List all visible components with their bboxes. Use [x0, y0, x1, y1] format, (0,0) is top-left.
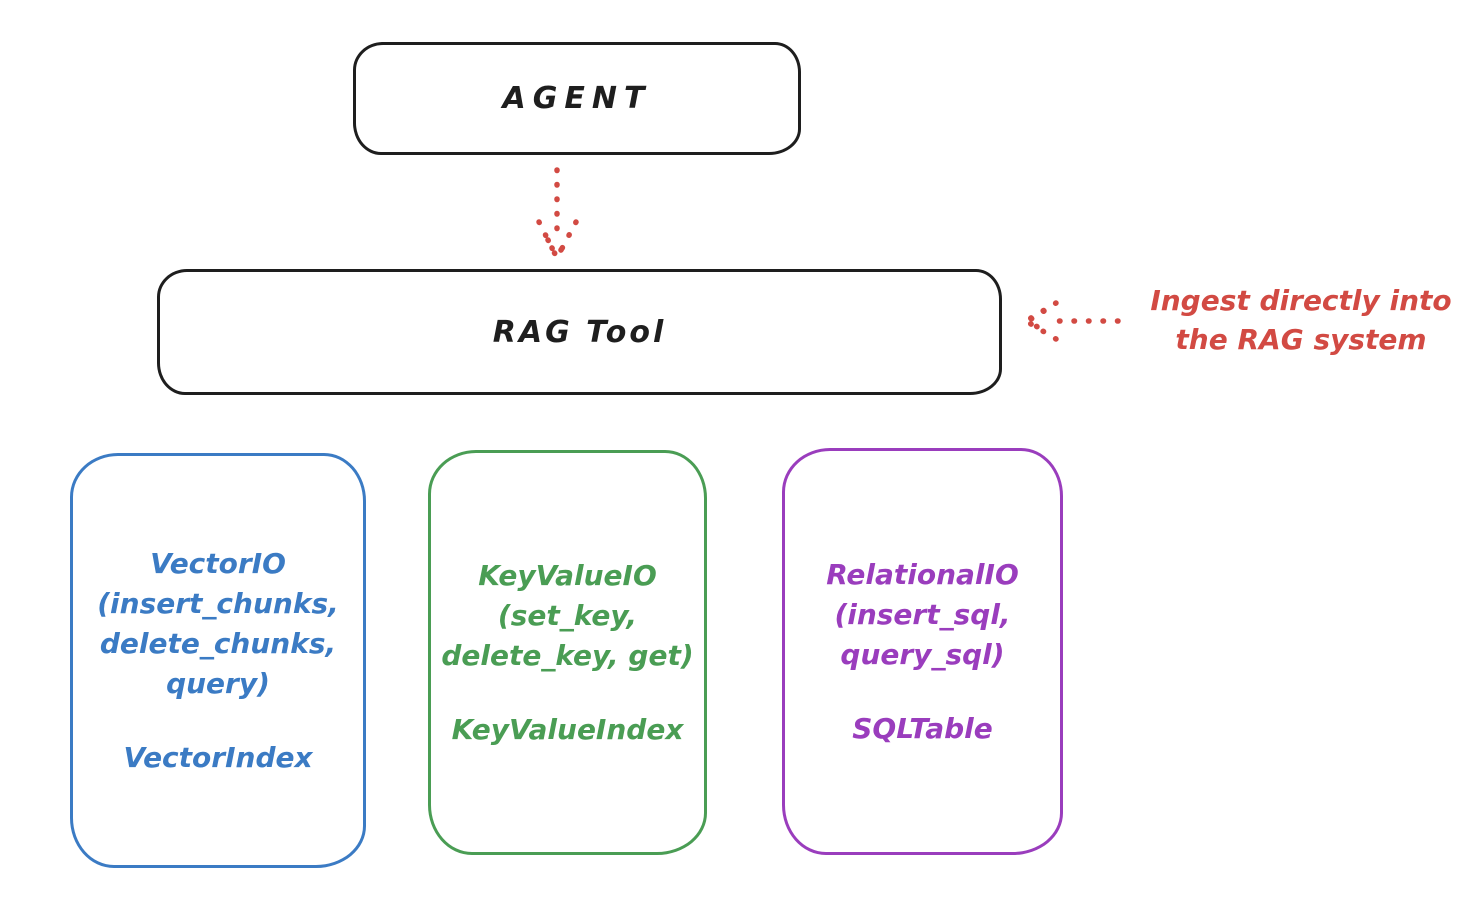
- ingest-annotation-line: Ingest directly into: [1150, 284, 1452, 317]
- vector-io-card: VectorIO (insert_chunks, delete_chunks, …: [70, 453, 366, 868]
- relational-io-card: RelationalIO (insert_sql, query_sql) SQL…: [782, 448, 1063, 855]
- relational-io-methods-line: (insert_sql,: [834, 597, 1011, 631]
- key-value-io-card: KeyValueIO (set_key, delete_key, get) Ke…: [428, 450, 707, 855]
- rag-tool-label: RAG Tool: [492, 314, 667, 350]
- agent-to-rag-arrow: [536, 167, 579, 265]
- key-value-index-label: KeyValueIndex: [451, 712, 684, 746]
- relational-io-methods-line: query_sql): [840, 637, 1005, 671]
- vector-io-title: VectorIO: [150, 546, 286, 580]
- relational-io-title: RelationalIO: [826, 557, 1019, 591]
- vector-io-methods-line: delete_chunks,: [99, 626, 337, 660]
- ingest-annotation-line: the RAG system: [1175, 323, 1427, 356]
- key-value-io-methods-line: (set_key,: [497, 598, 638, 632]
- key-value-io-methods-line: delete_key, get): [441, 638, 694, 672]
- vector-index-label: VectorIndex: [123, 740, 313, 774]
- vector-io-methods-line: (insert_chunks,: [97, 586, 339, 620]
- vector-io-methods-line: query): [166, 666, 270, 700]
- agent-label: AGENT: [502, 81, 652, 116]
- ingest-annotation: Ingest directly into the RAG system: [1125, 281, 1477, 359]
- ingest-arrow: [1022, 300, 1121, 342]
- key-value-io-title: KeyValueIO: [478, 558, 657, 592]
- rag-tool-node: RAG Tool: [157, 269, 1002, 395]
- sql-table-label: SQLTable: [852, 711, 993, 745]
- agent-node: AGENT: [353, 42, 801, 155]
